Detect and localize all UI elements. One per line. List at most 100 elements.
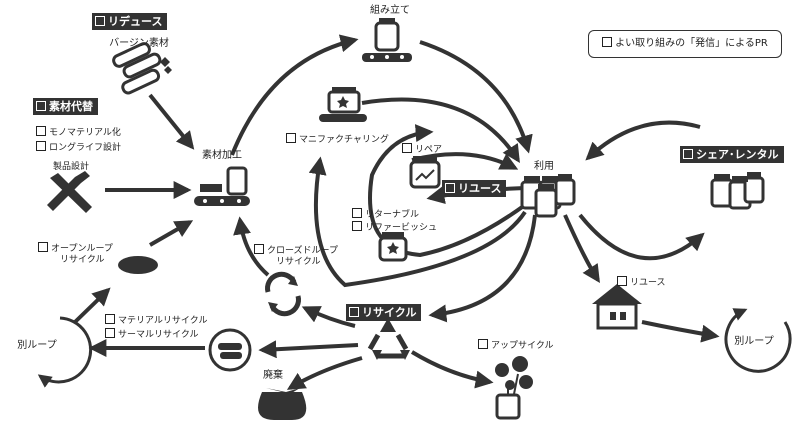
- other-loop-left-label: 別ループ: [17, 340, 57, 351]
- manufacturing-icon: [319, 87, 367, 122]
- checkbox-icon: [352, 221, 362, 231]
- refurbish-option: リファービッシュ: [352, 221, 437, 234]
- arrow-recycle-to-upcycle: [410, 350, 494, 389]
- checkbox-icon: [254, 244, 264, 254]
- virgin-material-label: バージン素材: [109, 38, 169, 49]
- material-option-2-label: ロングライフ設計: [49, 143, 122, 153]
- closed-loop-label-1: クローズドループ: [267, 246, 339, 256]
- recycle-heading: リサイクル: [346, 304, 422, 321]
- other-loop-circles: [37, 308, 792, 388]
- arrow-assembly-to-use: [419, 40, 533, 154]
- assembly-icon: [362, 18, 412, 62]
- arrow-processing-to-assembly: [230, 34, 359, 156]
- use-label: 利用: [534, 161, 554, 172]
- material-substitution-heading-text: 素材代替: [49, 100, 93, 113]
- other-loop-left-circle: [37, 316, 93, 388]
- refurbish-label: リファービッシュ: [365, 223, 438, 233]
- checkbox-icon: [105, 328, 115, 338]
- checkbox-icon: [286, 133, 296, 143]
- arrow-use-to-share: [578, 213, 705, 261]
- other-loop-right-label: 別ループ: [734, 336, 774, 347]
- returnable-label: リターナブル: [365, 210, 420, 220]
- open-loop-label-2: リサイクル: [60, 255, 105, 265]
- arrow-openloop-to-processing: [149, 220, 194, 247]
- waste-label: 廃棄: [263, 370, 283, 381]
- other-loop-right-circle: [724, 308, 792, 373]
- arrow-manufacturing-to-use: [361, 97, 520, 164]
- thermal-recycle-option: サーマルリサイクル: [105, 328, 199, 341]
- arrow-closedloop-to-processing: [233, 216, 270, 277]
- house-icon: [592, 284, 642, 330]
- processing-icon: [194, 166, 250, 206]
- use-jars-icon: [520, 174, 576, 218]
- repair-label: リペア: [415, 145, 443, 155]
- recycle-symbol-icon: [367, 318, 410, 360]
- manufacturing-label: マニファクチャリング: [299, 135, 389, 145]
- waste-bag-icon: [258, 388, 307, 420]
- upcycle-flower-icon: [495, 356, 533, 420]
- checkbox-icon: [36, 126, 46, 136]
- pr-legend: よい取り組みの「発信」によるPR: [588, 30, 782, 58]
- checkbox-icon: [683, 149, 693, 159]
- checkbox-icon: [478, 339, 488, 349]
- checkbox-icon: [352, 208, 362, 218]
- material-recycle-label: マテリアルリサイクル: [118, 316, 208, 326]
- pellets-icon: [118, 256, 158, 274]
- arrow-recycle-to-waste: [286, 356, 363, 390]
- thermal-recycle-label: サーマルリサイクル: [118, 330, 199, 340]
- arrow-manufacturing-loop: [308, 156, 527, 288]
- virgin-material-icon: [112, 42, 172, 95]
- material-option-2: ロングライフ設計: [36, 141, 121, 154]
- legend-checkbox-icon: [602, 37, 613, 47]
- arrow-recycle-to-closedloop: [301, 306, 356, 328]
- open-loop-label-1: オープンループ: [51, 244, 113, 254]
- recycle-heading-text: リサイクル: [362, 306, 417, 319]
- assembly-label: 組み立て: [370, 5, 410, 16]
- arrow-use-to-recycle: [428, 214, 537, 323]
- checkbox-icon: [349, 307, 359, 317]
- legend-text: よい取り組みの「発信」によるPR: [615, 38, 768, 49]
- share-jars-icon: [710, 172, 765, 210]
- arrow-virgin-to-processing: [148, 93, 195, 150]
- closed-loop-option: クローズドループ: [254, 244, 338, 257]
- reuse-heading: リユース: [442, 180, 507, 197]
- checkbox-icon: [402, 143, 412, 153]
- checkbox-icon: [105, 314, 115, 324]
- arrow-house-to-loop: [641, 320, 720, 343]
- material-option-1: モノマテリアル化: [36, 126, 121, 139]
- checkbox-icon: [36, 141, 46, 151]
- processing-label: 素材加工: [202, 150, 242, 161]
- upcycle-label: アップサイクル: [491, 341, 554, 351]
- reduce-heading: リデュース: [92, 13, 168, 30]
- manufacturing-option: マニファクチャリング: [286, 133, 389, 146]
- returnable-option: リターナブル: [352, 208, 419, 221]
- material-substitution-heading: 素材代替: [33, 98, 98, 115]
- checkbox-icon: [36, 101, 46, 111]
- share-rental-heading: シェア･レンタル: [680, 146, 784, 163]
- material-option-1-label: モノマテリアル化: [49, 128, 121, 138]
- returnable-jar-icon: [378, 232, 408, 262]
- checkbox-icon: [445, 183, 455, 193]
- icons: [47, 18, 765, 420]
- reuse-small-label: リユース: [630, 278, 666, 288]
- checkbox-icon: [38, 242, 48, 252]
- reuse-heading-text: リユース: [458, 182, 502, 195]
- repair-option: リペア: [402, 143, 442, 156]
- arrow-use-to-house: [563, 214, 600, 284]
- open-loop-option: オープンループ: [38, 242, 113, 255]
- closed-loop-label-2: リサイクル: [276, 257, 321, 267]
- upcycle-option: アップサイクル: [478, 339, 554, 352]
- share-rental-heading-text: シェア･レンタル: [696, 148, 779, 161]
- checkbox-icon: [617, 276, 627, 286]
- repair-jar-icon: [409, 156, 441, 189]
- arrow-otherloop-to-openloop: [73, 287, 111, 324]
- material-recycle-icon: [208, 328, 252, 372]
- reduce-heading-text: リデュース: [108, 15, 163, 28]
- closed-loop-icon: [265, 271, 301, 317]
- material-recycle-option: マテリアルリサイクル: [105, 314, 207, 327]
- checkbox-icon: [95, 16, 105, 26]
- product-design-tools-icon: [47, 171, 92, 213]
- reuse-small-option: リユース: [617, 276, 666, 289]
